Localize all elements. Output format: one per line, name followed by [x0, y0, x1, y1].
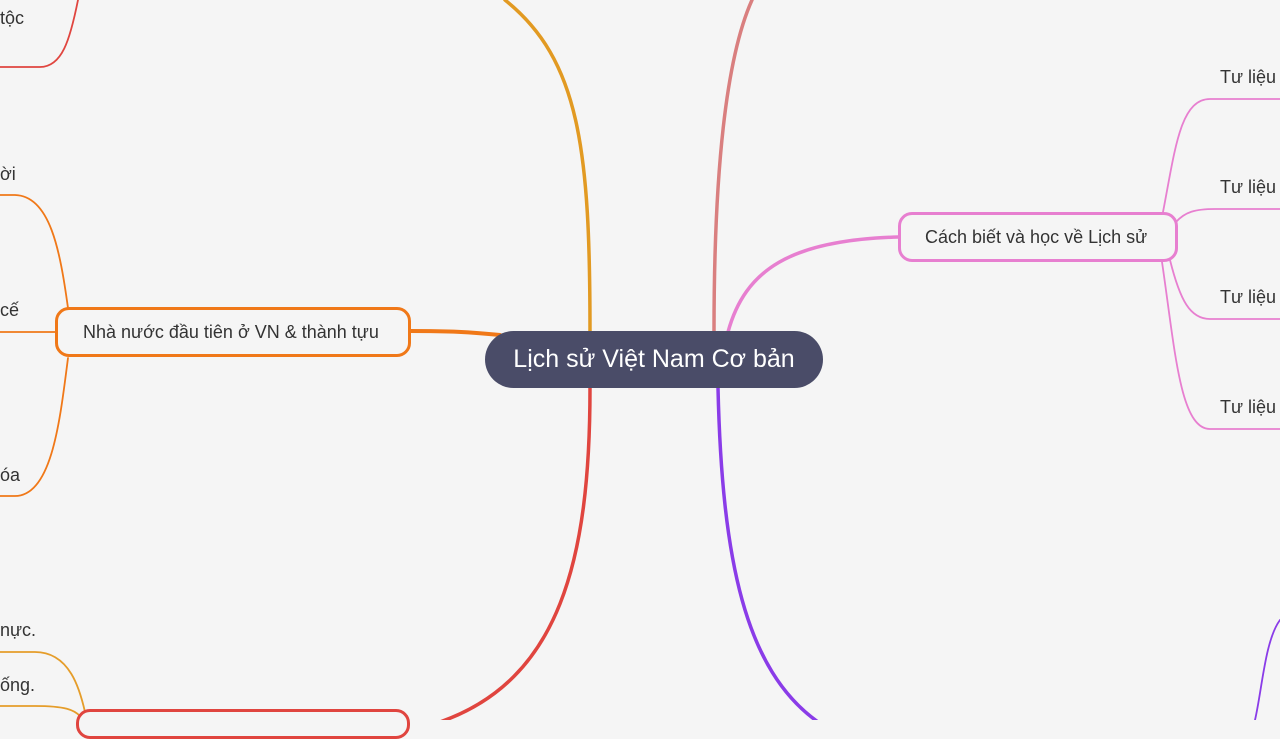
leaf-left-bottom-1[interactable]: nực.: [0, 620, 37, 640]
connector-left-bottom: [440, 386, 592, 720]
leaf-left-middle-2[interactable]: cế: [0, 300, 20, 320]
connector-left-middle: [408, 329, 502, 337]
leaf-left-bottom-2[interactable]: ống.: [0, 675, 36, 695]
leaf-left-middle-1[interactable]: ời: [0, 164, 16, 184]
topic-cach-biet-va-hoc[interactable]: Cách biết và học về Lịch sử: [898, 212, 1178, 262]
connector-bottom-right: [716, 386, 819, 720]
leaf-left-middle-3[interactable]: óa: [0, 465, 21, 485]
topic-label: Cách biết và học về Lịch sử: [925, 226, 1148, 247]
leaf-tu-lieu-1[interactable]: Tư liệu: [1220, 67, 1277, 87]
leaf-tu-lieu-2[interactable]: Tư liệu: [1220, 177, 1277, 197]
topic-nha-nuoc-dau-tien[interactable]: Nhà nước đầu tiên ở VN & thành tựu: [55, 307, 411, 357]
topic-label: Nhà nước đầu tiên ở VN & thành tựu: [83, 321, 379, 342]
connector-right-upper: [726, 235, 900, 334]
central-topic-label: Lịch sử Việt Nam Cơ bản: [513, 345, 795, 373]
connector-top-center-right: [712, 0, 754, 334]
central-topic[interactable]: Lịch sử Việt Nam Cơ bản: [485, 331, 823, 388]
leaf-tu-lieu-3[interactable]: Tư liệu: [1220, 287, 1277, 307]
connector-top-center-left: [503, 0, 592, 334]
leaf-left-top[interactable]: tộc: [0, 8, 25, 28]
topic-node-bottom-left[interactable]: [76, 709, 410, 739]
leaf-tu-lieu-4[interactable]: Tư liệu: [1220, 397, 1277, 417]
